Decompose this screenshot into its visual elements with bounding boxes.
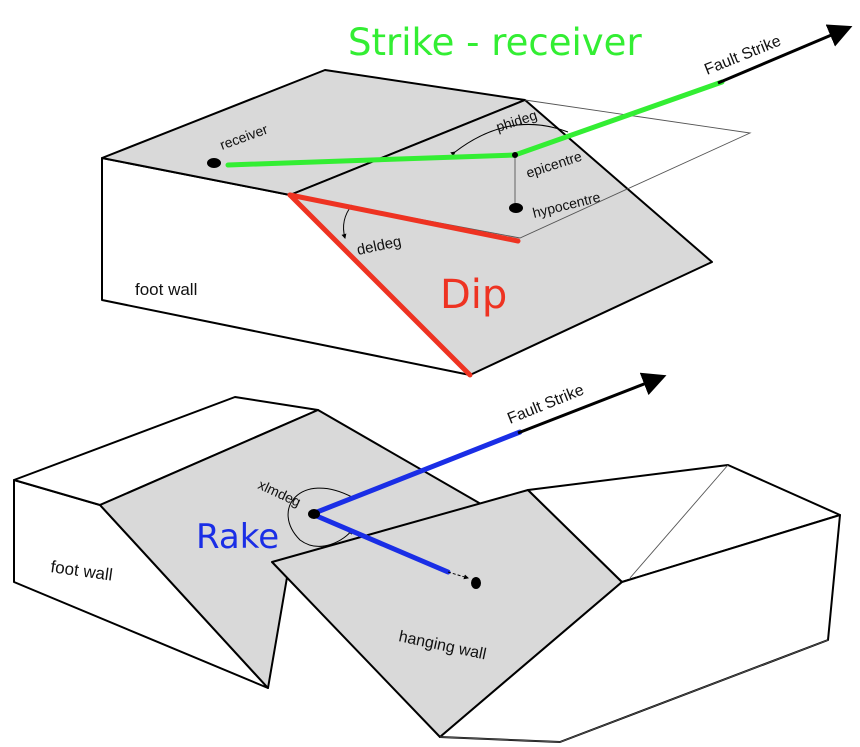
top-foot-wall-label: foot wall — [135, 280, 197, 299]
epicentre-point — [512, 152, 518, 158]
xlmdeg-arc — [287, 487, 353, 547]
phideg-arc — [450, 123, 569, 157]
rake-origin-point — [308, 509, 320, 519]
dip-label: Dip — [440, 272, 507, 318]
slip-end-point — [471, 577, 481, 589]
receiver-point — [207, 158, 221, 168]
rake-slip-line — [309, 511, 451, 575]
hanging-wall-inner-base — [439, 639, 829, 743]
hanging-wall-inner-edge — [629, 464, 729, 579]
dip-line-dipping — [287, 192, 473, 378]
rake-slip-dash — [447, 571, 469, 580]
top-fault-block: Strike - receiver Fault Strike receiver … — [101, 21, 853, 378]
rake-strike-line — [309, 429, 523, 517]
bottom-fault-strike-arrow — [517, 372, 667, 435]
bottom-fault-block: Fault Strike xlmdeg Rake foot wall hangi… — [13, 372, 841, 743]
rake-label: Rake — [196, 517, 279, 557]
dip-line-horizontal — [287, 192, 521, 244]
top-fault-strike-arrow — [717, 24, 853, 85]
strike-receiver-title: Strike - receiver — [348, 21, 642, 64]
hypocentre-point — [509, 203, 523, 213]
